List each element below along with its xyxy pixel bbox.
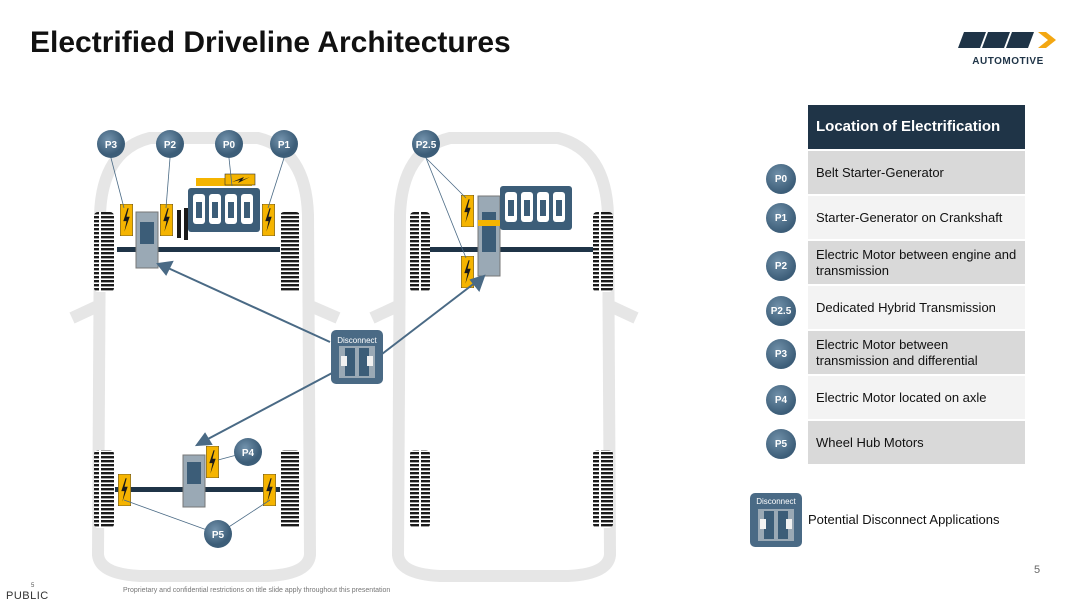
svg-text:P2.5: P2.5: [416, 140, 437, 151]
disconnect-arrows: [156, 260, 486, 447]
legend-row-p5: Wheel Hub Motors: [808, 421, 1025, 464]
legend-row-p1: Starter-Generator on Crankshaft: [808, 196, 1025, 239]
badge-p1: P1: [270, 130, 298, 158]
legend-row-p3: Electric Motor between transmission and …: [808, 331, 1025, 374]
leader-lines: [110, 157, 467, 535]
disconnect-module-label: Disconnect: [337, 336, 377, 345]
car-2-rear-axle: [410, 450, 613, 528]
svg-text:P0: P0: [223, 140, 236, 151]
legend-row-text: Electric Motor between engine and transm…: [816, 246, 1017, 278]
disconnect-legend-icon-label: Disconnect: [756, 497, 796, 506]
svg-text:P2: P2: [164, 140, 177, 151]
slide-title: Electrified Driveline Architectures: [30, 26, 511, 59]
legend-row-p2-5: Dedicated Hybrid Transmission: [808, 286, 1025, 329]
badge-p2-5: P2.5: [412, 130, 440, 158]
legend-header: Location of Electrification: [808, 105, 1025, 149]
svg-text:P4: P4: [242, 448, 255, 459]
classification-number: 5: [31, 583, 35, 589]
badge-p2: P2: [156, 130, 184, 158]
gkn-logo: [958, 32, 1056, 48]
legend-row-text: Belt Starter-Generator: [816, 164, 944, 180]
legend-row-text: Starter-Generator on Crankshaft: [816, 209, 1003, 225]
car-2-outline: [369, 132, 639, 582]
legend-badge-p1: P1: [766, 203, 796, 233]
svg-text:P5: P5: [212, 530, 225, 541]
car-1-rear-axle: [94, 446, 300, 528]
legend-row-text: Dedicated Hybrid Transmission: [816, 299, 996, 315]
disconnect-legend-label: Potential Disconnect Applications: [808, 512, 1000, 527]
legend-badge-p4: P4: [766, 385, 796, 415]
legend-badge-p2: P2: [766, 251, 796, 281]
svg-text:P1: P1: [278, 140, 291, 151]
legend-row-text: Electric Motor located on axle: [816, 389, 987, 405]
car-1-front-axle: [94, 173, 300, 292]
legend-row-p0: Belt Starter-Generator: [808, 151, 1025, 194]
legend-row-p4: Electric Motor located on axle: [808, 376, 1025, 419]
page-number: 5: [1034, 564, 1041, 576]
legend-row-p2: Electric Motor between engine and transm…: [808, 241, 1025, 284]
badge-p0: P0: [215, 130, 243, 158]
legend-row-text: Electric Motor between transmission and …: [816, 336, 978, 368]
badge-p4: P4: [234, 438, 262, 466]
legend-badge-p0: P0: [766, 164, 796, 194]
classification-label: PUBLIC: [6, 590, 49, 602]
svg-text:P3: P3: [105, 140, 118, 151]
driveline-diagram: Disconnect P3 P2 P0 P1 P2.5 P4 P5: [69, 130, 639, 582]
badge-p5: P5: [204, 520, 232, 548]
disconnect-module: Disconnect: [331, 330, 383, 384]
legend-badge-p5: P5: [766, 429, 796, 459]
footer-text: Proprietary and confidential restriction…: [123, 587, 391, 594]
logo-text: AUTOMOTIVE: [972, 56, 1044, 67]
legend-badge-p2-5: P2.5: [766, 296, 796, 326]
badge-p3: P3: [97, 130, 125, 158]
car-1-outline: [69, 132, 341, 582]
legend-badge-p3: P3: [766, 339, 796, 369]
car-2-front-axle: [410, 186, 613, 292]
disconnect-legend-icon: Disconnect: [750, 493, 802, 547]
legend-row-text: Wheel Hub Motors: [816, 434, 924, 450]
